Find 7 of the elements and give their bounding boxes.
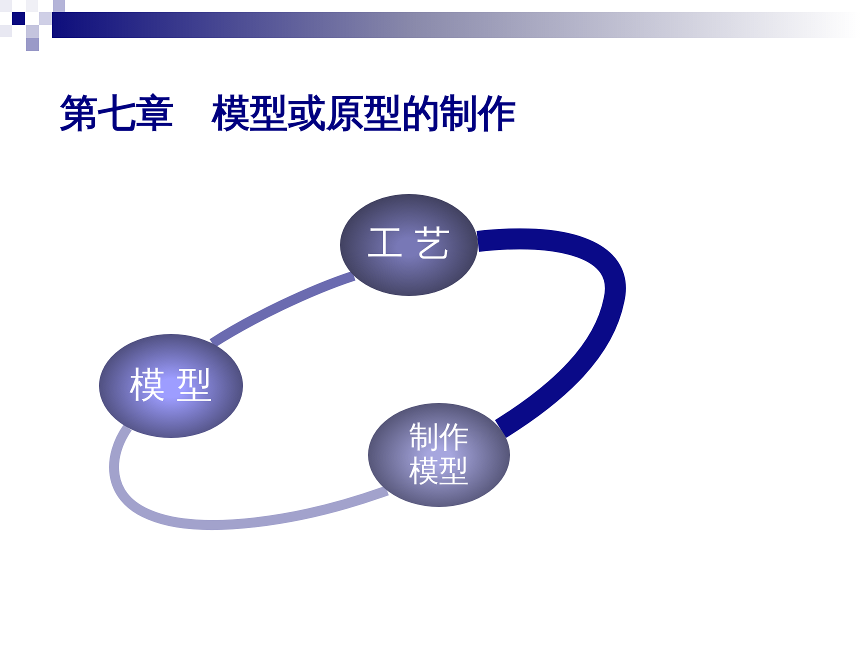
curved-connector [476, 228, 626, 438]
curved-connector [210, 270, 356, 348]
ellipse-node: 工 艺 [340, 194, 478, 296]
ellipse-node: 制作模型 [368, 403, 510, 507]
ellipse-node: 模 型 [99, 334, 243, 438]
curved-connector [109, 424, 389, 530]
title: 第七章 模型或原型的制作 [60, 90, 516, 136]
